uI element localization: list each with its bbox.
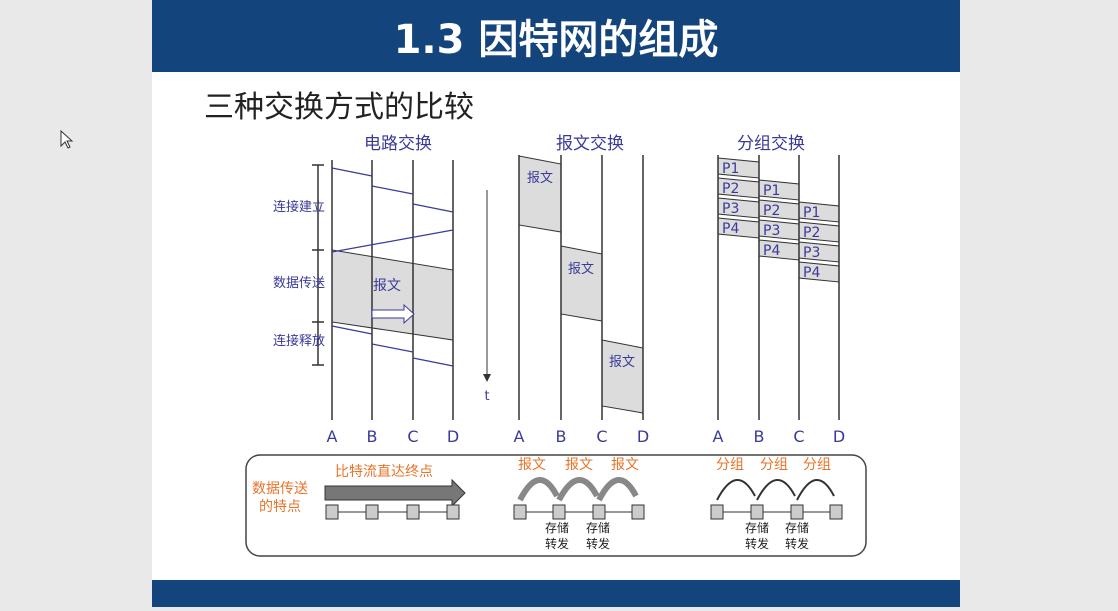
node-cube-icon [365, 504, 379, 520]
node-cube-icon [325, 504, 339, 520]
bottom-bar [152, 580, 960, 607]
node-cube-icon [750, 504, 764, 520]
packet-label: P2 [722, 181, 739, 197]
characteristics-heading: 数据传送的特点 [252, 481, 308, 515]
message-title: 报文交换 [556, 134, 624, 154]
hop-arrow-icon [517, 477, 560, 502]
hop-arrow-icon [716, 479, 756, 501]
store-forward-label: 存储转发 [745, 520, 769, 551]
slide-title: 1.3 因特网的组成 [152, 0, 960, 72]
node-cube-icon [406, 504, 420, 520]
time-label: t [484, 389, 489, 404]
circuit-title: 电路交换 [364, 134, 432, 154]
packet-label: P4 [722, 221, 739, 237]
packet-label: P1 [722, 161, 739, 177]
node-label: C [793, 427, 804, 446]
packet-label: P3 [763, 223, 780, 239]
message-hop-label: 报文 [565, 457, 593, 473]
packet-title: 分组交换 [737, 134, 805, 154]
slide-subtitle: 三种交换方式的比较 [204, 90, 474, 125]
store-forward-label: 存储转发 [545, 520, 569, 551]
node-label: C [596, 427, 607, 446]
bitstream-arrow-icon [324, 478, 466, 508]
circuit-node-lines [312, 160, 454, 420]
packet-label: P2 [803, 225, 820, 241]
node-label: B [367, 427, 378, 446]
node-label: A [514, 427, 525, 446]
message-blocks [518, 155, 644, 414]
store-forward-label: 存储转发 [785, 520, 809, 551]
node-cube-icon [631, 504, 645, 520]
circuit-characteristic: 比特流直达终点 [335, 463, 433, 480]
message-box-label: 报文 [568, 262, 594, 277]
node-label: D [447, 427, 459, 446]
node-cube-icon [552, 504, 566, 520]
phase-release: 连接释放 [273, 333, 325, 349]
node-cube-icon [829, 504, 843, 520]
node-cube-icon [513, 504, 527, 520]
node-label: A [327, 427, 338, 446]
node-label: A [713, 427, 724, 446]
circuit-message-label: 报文 [373, 278, 401, 294]
phase-connect: 连接建立 [273, 199, 325, 215]
phase-transfer: 数据传送 [273, 276, 325, 291]
store-forward-label: 存储转发 [586, 520, 610, 551]
packet-hop-label: 分组 [716, 457, 744, 473]
arrow-icon [371, 303, 415, 325]
packet-label: P4 [803, 265, 820, 281]
message-box-label: 报文 [527, 171, 553, 186]
mouse-cursor-icon [60, 129, 74, 154]
hop-arrow-icon [556, 477, 600, 502]
packet-hop-label: 分组 [803, 457, 831, 473]
packet-label: P3 [803, 245, 820, 261]
circuit-message-block [331, 249, 454, 341]
node-cube-icon [710, 504, 724, 520]
packet-hop-label: 分组 [760, 457, 788, 473]
packet-label: P1 [763, 183, 780, 199]
node-cube-icon [592, 504, 606, 520]
node-label: D [637, 427, 649, 446]
message-hop-label: 报文 [518, 457, 546, 473]
hop-arrow-icon [596, 477, 639, 502]
packet-label: P1 [803, 205, 820, 221]
message-box-label: 报文 [609, 355, 635, 370]
node-label: C [407, 427, 418, 446]
node-cube-icon [446, 504, 460, 520]
node-label: B [754, 427, 765, 446]
node-label: B [556, 427, 567, 446]
hop-arrow-icon [756, 479, 796, 501]
node-label: D [833, 427, 845, 446]
node-cube-icon [790, 504, 804, 520]
packet-label: P2 [763, 203, 780, 219]
hop-arrow-icon [796, 479, 835, 501]
packet-label: P4 [763, 243, 780, 259]
message-hop-label: 报文 [611, 457, 639, 473]
packet-label: P3 [722, 201, 739, 217]
